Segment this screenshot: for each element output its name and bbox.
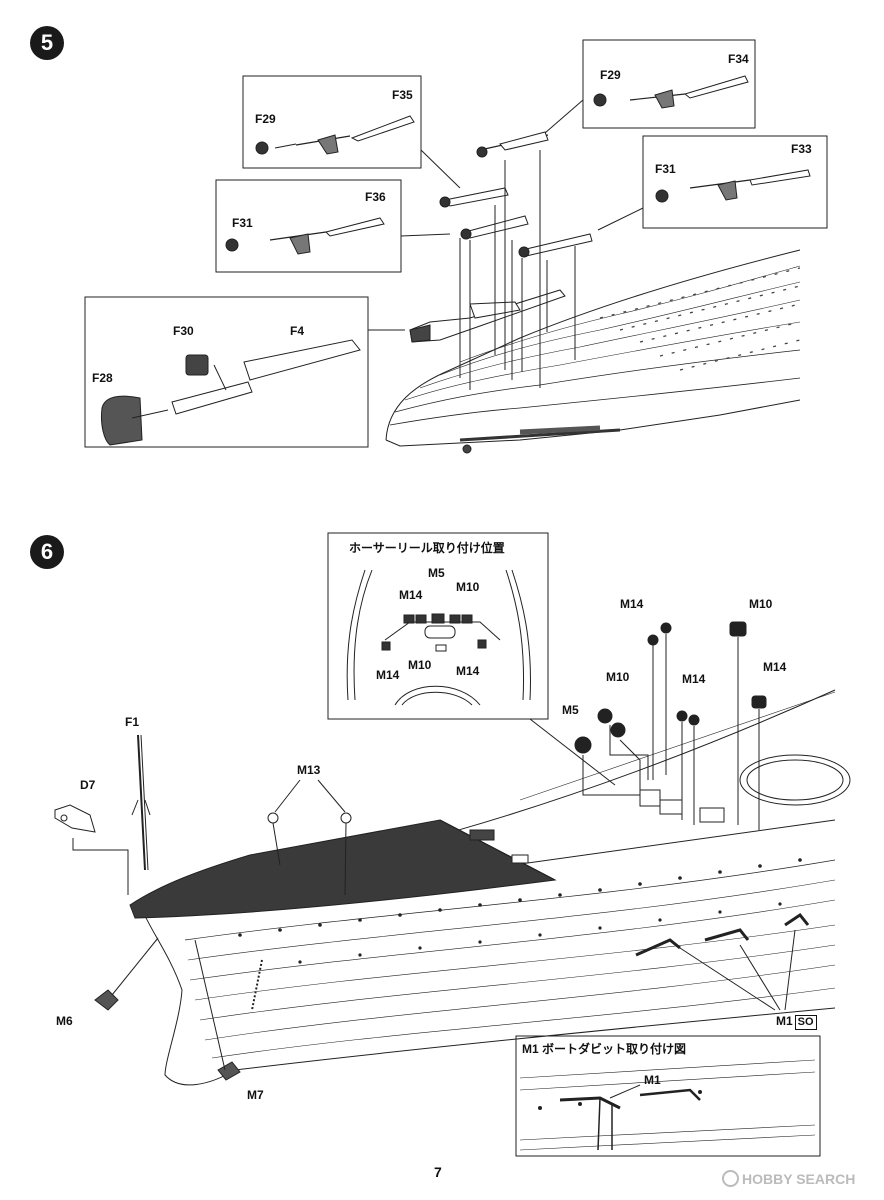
part-label-m13: M13 [297, 763, 321, 777]
hawser-label-m14-top: M14 [399, 588, 423, 602]
hawser-label-m14-left: M14 [376, 668, 400, 682]
part-label-m10-mid: M10 [606, 670, 630, 684]
step-5-badge: 5 [30, 26, 64, 60]
part-label-m1-text: M1 [776, 1014, 793, 1028]
part-label-f1: F1 [125, 715, 140, 729]
part-label-f29-a: F29 [255, 112, 276, 126]
hawser-label-m10-bottom: M10 [408, 658, 432, 672]
hawser-label-m14-right: M14 [456, 664, 480, 678]
part-label-m14-top: M14 [620, 597, 644, 611]
part-label-m7: M7 [247, 1088, 264, 1102]
part-label-f30: F30 [173, 324, 194, 338]
davit-label-m1: M1 [644, 1073, 661, 1087]
part-label-m14-mid: M14 [682, 672, 706, 686]
part-label-f33: F33 [791, 142, 812, 156]
part-label-f28: F28 [92, 371, 113, 385]
part-label-m5: M5 [562, 703, 579, 717]
step-6-badge: 6 [30, 535, 64, 569]
part-label-m14-side: M14 [763, 660, 787, 674]
part-label-m6: M6 [56, 1014, 73, 1028]
hawser-label-m10-top: M10 [456, 580, 480, 594]
so-badge: SO [794, 1015, 817, 1030]
part-label-f36: F36 [365, 190, 386, 204]
part-label-f34: F34 [728, 52, 749, 66]
part-label-m10-top: M10 [749, 597, 773, 611]
hawser-label-m5: M5 [428, 566, 445, 580]
davit-inset-title: M1 ボートダビット取り付け図 [522, 1042, 687, 1056]
part-label-f35: F35 [392, 88, 413, 102]
watermark-logo-icon [722, 1170, 739, 1187]
part-label-d7: D7 [80, 778, 96, 792]
part-label-f4: F4 [290, 324, 305, 338]
part-label-f31-a: F31 [655, 162, 676, 176]
part-label-f29-b: F29 [600, 68, 621, 82]
part-label-f31-b: F31 [232, 216, 253, 230]
hull-lower-edge [385, 399, 801, 447]
page-number: 7 [434, 1164, 442, 1180]
bow-stem [139, 904, 236, 1086]
watermark: HOBBY SEARCH [722, 1170, 855, 1187]
watermark-text: HOBBY SEARCH [742, 1171, 856, 1187]
hawser-inset-title: ホーサーリール取り付け位置 [349, 541, 505, 555]
